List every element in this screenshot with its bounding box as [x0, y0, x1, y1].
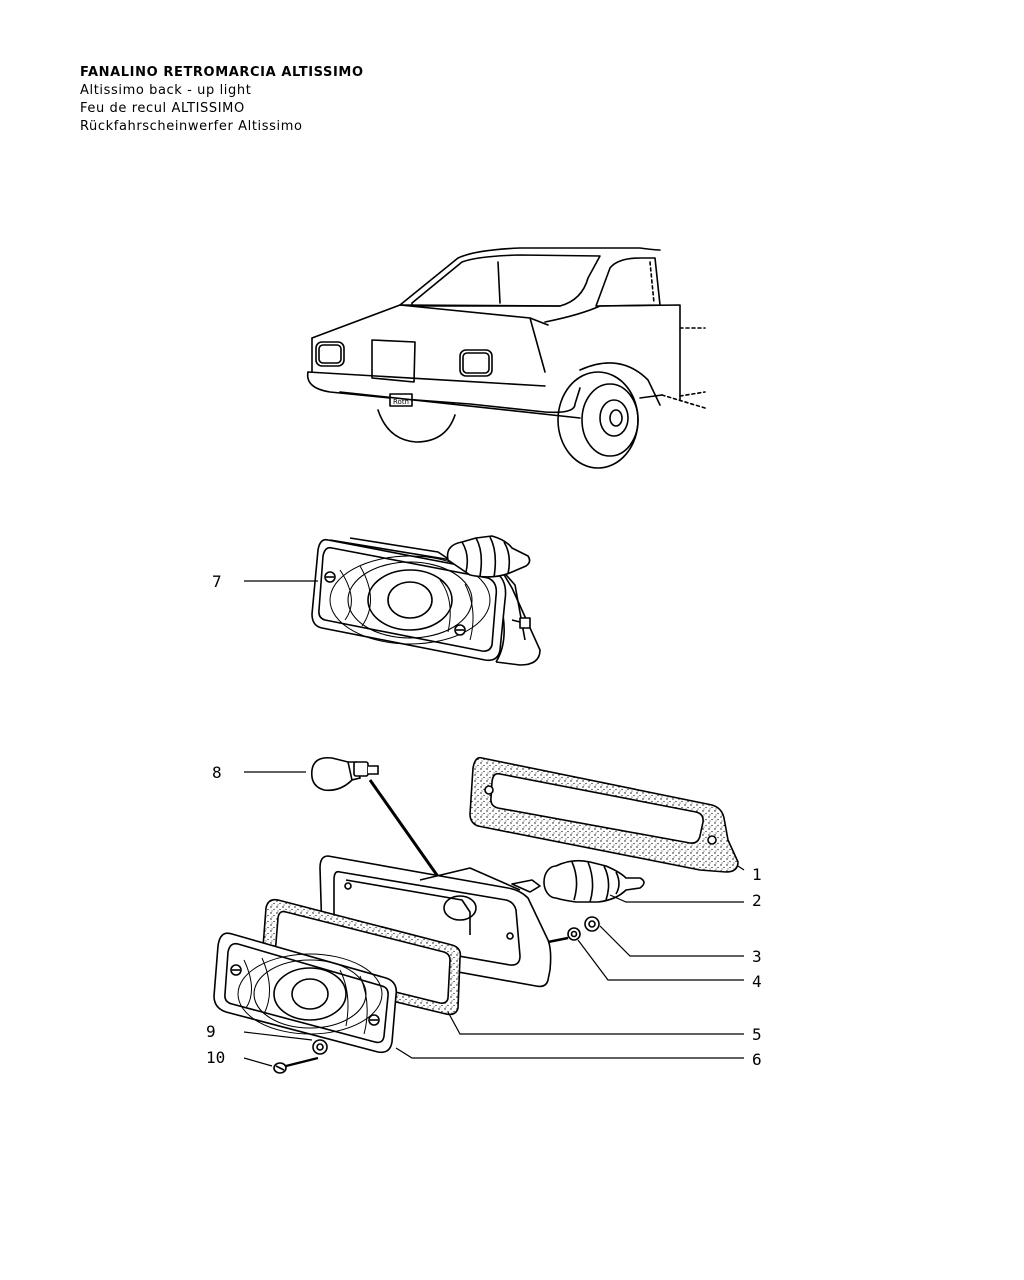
leader-lines	[243, 580, 745, 1067]
part-gasket-frame	[469, 756, 739, 873]
assembled-lamp	[311, 535, 541, 666]
page-title: FANALINO RETROMARCIA ALTISSIMO	[80, 65, 364, 80]
subtitle-german: Rückfahrscheinwerfer Altissimo	[80, 119, 303, 134]
callout-9: 9	[206, 1022, 216, 1041]
part-rubber-boot	[543, 859, 645, 903]
callout-5: 5	[752, 1025, 762, 1044]
callout-4: 4	[752, 972, 762, 991]
callout-6: 6	[752, 1050, 762, 1069]
callout-7: 7	[212, 572, 222, 591]
callout-10: 10	[206, 1048, 225, 1067]
part-screw-nut	[273, 1039, 328, 1074]
callout-1: 1	[752, 865, 762, 884]
plate-text: Roth	[393, 398, 409, 406]
page-header: FANALINO RETROMARCIA ALTISSIMO Altissimo…	[80, 64, 364, 136]
part-washer-nut	[567, 916, 600, 941]
subtitle-english: Altissimo back - up light	[80, 83, 252, 98]
car-illustration: Roth	[306, 247, 706, 469]
subtitle-french: Feu de recul ALTISSIMO	[80, 101, 245, 116]
callout-8: 8	[212, 763, 222, 782]
callout-2: 2	[752, 891, 762, 910]
part-seal	[261, 898, 462, 1016]
callout-3: 3	[752, 947, 762, 966]
part-lens	[213, 932, 398, 1054]
